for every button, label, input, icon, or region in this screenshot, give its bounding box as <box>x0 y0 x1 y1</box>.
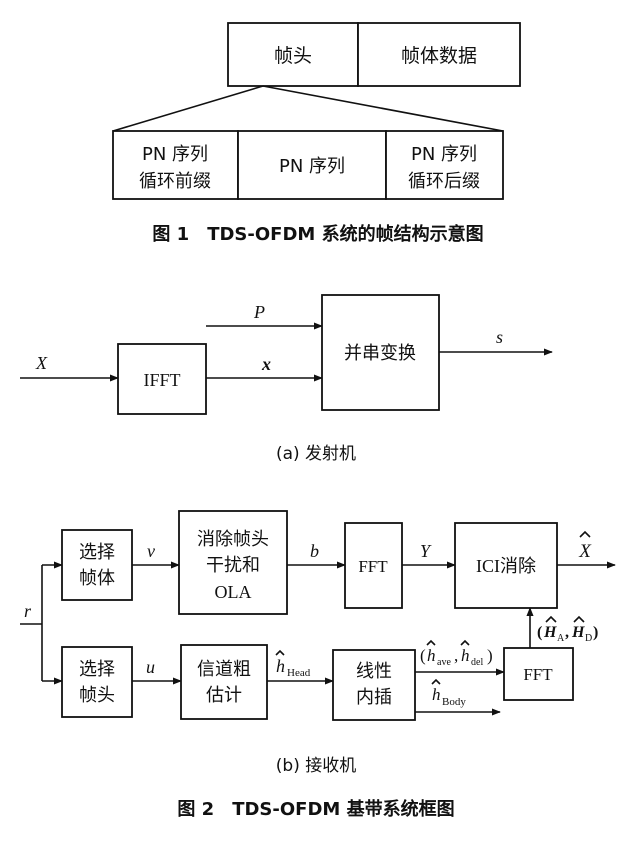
paren-open: ( <box>420 646 426 665</box>
fft1-label: FFT <box>358 557 388 576</box>
label-input-r: r <box>24 601 32 621</box>
label-h-body-sub: Body <box>442 696 466 708</box>
label-h-del-sub: del <box>471 657 483 668</box>
frame-body-box <box>357 22 521 87</box>
label-input-P: P <box>253 302 265 322</box>
select-head-line1: 选择 <box>79 659 115 680</box>
comma-sep: , <box>454 646 458 665</box>
frame-body-label: 帧体数据 <box>401 45 477 67</box>
select-body-line1: 选择 <box>79 542 115 563</box>
select-body-block <box>61 529 133 601</box>
fig2a-caption: (a) 发射机 <box>276 444 356 464</box>
label-signal-Y: Y <box>420 541 432 561</box>
pn-prefix-line1: PN 序列 <box>142 144 208 165</box>
label-H-A: H <box>543 624 557 641</box>
remove-head-line3: OLA <box>215 582 252 602</box>
h-ave-hat-mark <box>426 639 436 646</box>
pn-suffix-line1: PN 序列 <box>411 144 477 165</box>
label-output-s: s <box>496 327 503 347</box>
remove-head-line2: 干扰和 <box>206 555 260 576</box>
expand-line-right <box>262 85 504 132</box>
h-body-hat-mark <box>431 678 441 685</box>
pn-seq-label: PN 序列 <box>279 156 345 177</box>
fig1-frame-structure: 帧头 帧体数据 PN 序列 循环前缀 PN 序列 PN 序列 循环后缀 图 1 … <box>112 22 521 245</box>
pn-suffix-box <box>385 130 504 200</box>
label-signal-v: v <box>147 541 155 561</box>
ici-cancel-label: ICI消除 <box>476 556 536 576</box>
pn-prefix-line2: 循环前缀 <box>139 171 211 192</box>
label-H-D: H <box>571 624 585 641</box>
interp-line2: 内插 <box>356 687 392 708</box>
output-hat-mark <box>579 530 591 538</box>
h-head-hat-mark <box>275 649 285 656</box>
paren-open-H: ( <box>537 624 542 641</box>
parallel-serial-block <box>321 294 440 411</box>
label-h-ave: h <box>427 646 436 665</box>
label-output-X: X <box>578 541 592 562</box>
paren-close-H: ) <box>593 624 598 641</box>
select-head-block <box>61 646 133 718</box>
channel-est-line1: 信道粗 <box>197 659 251 680</box>
H-D-hat-mark <box>573 615 585 623</box>
label-signal-u: u <box>146 657 155 677</box>
ifft-label: IFFT <box>143 370 180 390</box>
label-input-X: X <box>35 353 48 373</box>
label-signal-b: b <box>310 541 319 561</box>
fig2-caption: 图 2 TDS-OFDM 基带系统框图 <box>177 798 454 820</box>
fft1-block <box>344 522 403 609</box>
paren-close: ) <box>487 646 493 665</box>
label-H-A-sub: A <box>557 633 565 644</box>
frame-head-box <box>227 22 359 87</box>
ici-cancel-block <box>454 522 558 609</box>
remove-head-line1: 消除帧头 <box>197 529 269 550</box>
label-h-head: h <box>276 656 285 676</box>
fig2b-caption: (b) 接收机 <box>276 756 356 776</box>
fig1-caption: 图 1 TDS-OFDM 系统的帧结构示意图 <box>152 223 483 245</box>
fft2-block <box>503 647 574 701</box>
channel-est-line2: 估计 <box>206 685 242 706</box>
label-signal-x: x <box>261 354 271 374</box>
parallel-serial-label: 并串变换 <box>344 343 416 364</box>
fft2-label: FFT <box>523 665 553 684</box>
h-del-hat-mark <box>460 639 470 646</box>
select-head-line2: 帧头 <box>79 685 115 706</box>
ifft-block <box>117 343 207 415</box>
select-body-line2: 帧体 <box>79 568 115 589</box>
pn-suffix-line2: 循环后缀 <box>408 171 480 192</box>
frame-head-label: 帧头 <box>274 45 312 67</box>
channel-est-block <box>180 644 268 720</box>
remove-head-block <box>178 510 288 615</box>
H-A-hat-mark <box>545 615 557 623</box>
label-h-head-sub: Head <box>287 667 311 679</box>
pn-prefix-box <box>112 130 239 200</box>
interp-line1: 线性 <box>356 661 392 682</box>
label-h-body: h <box>432 685 441 704</box>
expand-line-left <box>112 85 264 132</box>
label-h-ave-sub: ave <box>437 657 451 668</box>
interp-block <box>332 649 416 721</box>
fig2b-receiver: r 选择 帧体 v 消除帧头 干扰和 OLA b FFT Y ICI消除 X 选… <box>20 510 616 776</box>
label-h-del: h <box>461 646 470 665</box>
comma-H: , <box>565 624 569 641</box>
fig2a-transmitter: X IFFT x P 并串变换 s (a) 发射机 <box>20 294 553 464</box>
label-H-D-sub: D <box>585 633 592 644</box>
